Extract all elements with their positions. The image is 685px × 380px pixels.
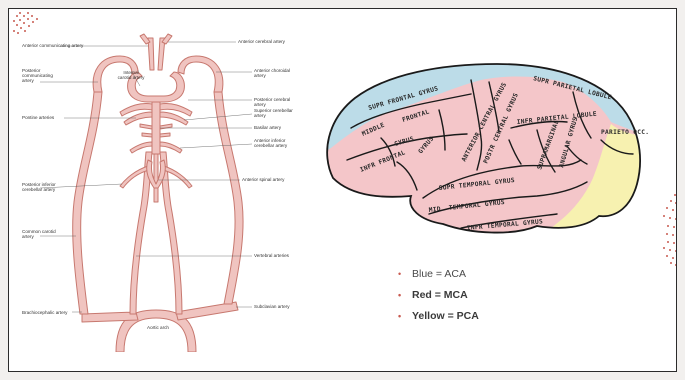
label-anterior-communicating: Anterior communicating artery [22, 43, 92, 48]
legend-text-mca: Red = MCA [412, 289, 468, 301]
legend-item-pca: • Yellow = PCA [398, 305, 598, 326]
label-anterior-cerebral: Anterior cerebral artery [238, 39, 296, 44]
legend-text-pca: Yellow = PCA [412, 310, 479, 322]
label-pontine: Pontine arteries [22, 115, 62, 120]
brain-drawing: SUPR FRONTAL GYRUS MIDDLE FRONTAL GYRUS … [311, 50, 663, 248]
label-basilar: Basilar artery [254, 125, 296, 130]
label-common-carotid: Common carotid artery [22, 229, 58, 239]
artery-diagram: Anterior communicating artery Anterior c… [20, 32, 296, 352]
label-subclavian: Subclavian artery [254, 304, 296, 309]
label-aortic-arch: Aortic arch [138, 325, 178, 330]
bullet-icon: • [398, 269, 412, 279]
brain-lateral-diagram: SUPR FRONTAL GYRUS MIDDLE FRONTAL GYRUS … [311, 50, 663, 248]
label-anterior-choroidal: Anterior choroidal artery [254, 68, 296, 78]
bullet-icon: • [398, 311, 412, 321]
label-posterior-inferior-cerebellar: Posterior inferior cerebellar artery [22, 182, 62, 192]
legend-item-aca: • Blue = ACA [398, 263, 598, 284]
label-brachiocephalic: Brachiocephalic artery [22, 310, 72, 315]
label-vertebral: Vertebral arteries [254, 253, 296, 258]
brain-label-parieto-occ: PARIETO OCC. [601, 129, 649, 136]
bullet-icon: • [398, 290, 412, 300]
label-anterior-spinal: Anterior spinal artery [242, 177, 296, 182]
legend-item-mca: • Red = MCA [398, 284, 598, 305]
legend-text-aca: Blue = ACA [412, 268, 466, 280]
label-internal-carotid: Internal carotid artery [116, 70, 146, 80]
label-anterior-inferior-cerebellar: Anterior inferior cerebellar artery [254, 138, 296, 148]
territory-legend: • Blue = ACA • Red = MCA • Yellow = PCA [398, 263, 598, 326]
label-superior-cerebellar: Superior cerebellar artery [254, 108, 296, 118]
label-posterior-cerebral: Posterior cerebral artery [254, 97, 296, 107]
label-posterior-communicating: Posterior communicating artery [22, 68, 62, 83]
